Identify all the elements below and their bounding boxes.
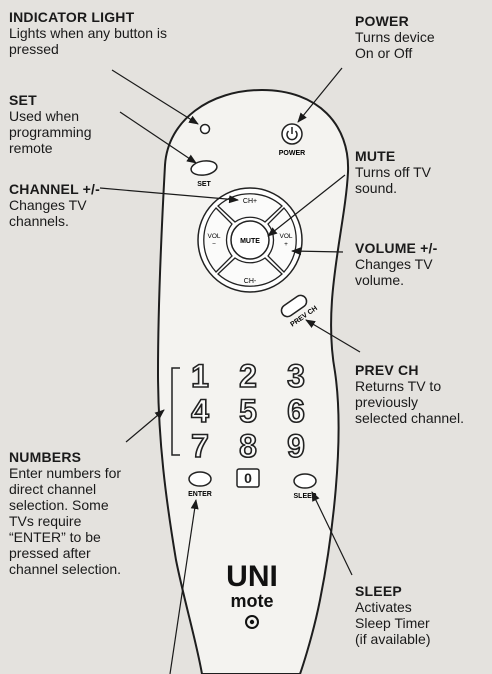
set-button-label: SET [197,181,211,188]
power-button-label: POWER [279,150,305,157]
mute-button[interactable] [230,220,270,260]
callout-sleep: SLEEP Activates Sleep Timer (if availabl… [355,583,430,647]
callout-desc: Turns off TV sound. [355,164,431,196]
callout-title: NUMBERS [9,449,82,465]
callout-desc: Turns device On or Off [355,29,435,61]
callout-title: PREV CH [355,362,419,378]
ch-down-button[interactable] [217,257,283,287]
vol-up-label: VOL+ [279,233,292,248]
callout-title: CHANNEL +/- [9,181,101,197]
enter-arrow [169,499,199,674]
callout-indicator-light: INDICATOR LIGHT Lights when any button i… [9,9,167,57]
callout-power: POWER Turns device On or Off [355,13,435,61]
callout-title: MUTE [355,148,396,164]
volume-arrow [291,247,344,256]
callout-desc: Enter numbers for direct channel selecti… [9,465,122,577]
logo-uni: UNI [226,560,278,593]
power-icon [286,127,298,141]
callout-numbers: NUMBERS Enter numbers for direct channel… [9,449,121,577]
digit-key-4[interactable]: 4 [190,392,210,430]
digit-key-9[interactable]: 9 [286,427,305,465]
logo-circle-icon [245,615,259,629]
vol-down-label: VOL− [207,233,220,248]
callout-mute: MUTE Turns off TV sound. [355,148,431,196]
indicator-light [199,123,211,135]
ch-up-label: CH+ [243,198,257,205]
callout-desc: Used when programming remote [9,108,92,156]
vol-down-label-line1: VOL [207,233,220,240]
callout-title: VOLUME +/- [355,240,438,256]
enter-button[interactable] [188,471,212,487]
numbers-arrow [125,409,165,443]
digit-key-frame-0 [236,468,260,488]
digit-key-2[interactable]: 2 [238,357,257,395]
digit-key-1[interactable]: 1 [190,357,209,395]
ch-down-label: CH- [244,278,257,285]
digit-key-8[interactable]: 8 [238,427,257,465]
mute-arrow [267,174,346,237]
callout-title: POWER [355,13,409,29]
callout-desc: Lights when any button is pressed [9,25,167,57]
sleep-button[interactable] [293,473,317,489]
callout-title: SLEEP [355,583,402,599]
callout-channel: CHANNEL +/- Changes TV channels. [9,181,100,229]
power-arrow [297,67,343,123]
set-button[interactable] [190,159,218,176]
callout-desc: Changes TV volume. [355,256,433,288]
callout-desc: Returns TV to previously selected channe… [355,378,464,426]
callout-volume: VOLUME +/- Changes TV volume. [355,240,438,288]
callout-prev-ch: PREV CH Returns TV to previously selecte… [355,362,464,426]
indicator-light-arrow [111,69,199,125]
keypad-bracket [171,367,180,456]
digit-key-7[interactable]: 7 [190,427,209,465]
vol-down-label-line2: − [212,241,216,248]
digit-key-6[interactable]: 6 [286,392,305,430]
vol-up-label-line1: VOL [279,233,292,240]
prev-ch-arrow [305,319,361,353]
set-arrow [119,111,197,164]
channel-arrow [99,187,239,204]
logo-mote: mote [230,591,273,611]
prev-ch-button[interactable] [279,293,309,319]
callout-title: SET [9,92,37,108]
vol-up-label-line2: + [284,241,288,248]
mute-label: MUTE [240,238,260,245]
digit-key-5[interactable]: 5 [238,392,257,430]
vol-down-button[interactable] [203,207,233,273]
sleep-arrow [311,491,353,576]
digit-key-0[interactable]: 0 [244,470,252,486]
callout-desc: Changes TV channels. [9,197,87,229]
enter-button-label: ENTER [188,491,212,498]
sleep-button-label: SLEEP [294,493,317,500]
digit-key-3[interactable]: 3 [286,357,305,395]
callout-title: INDICATOR LIGHT [9,9,135,25]
callout-desc: Activates Sleep Timer (if available) [355,599,431,647]
callout-set: SET Used when programming remote [9,92,91,156]
